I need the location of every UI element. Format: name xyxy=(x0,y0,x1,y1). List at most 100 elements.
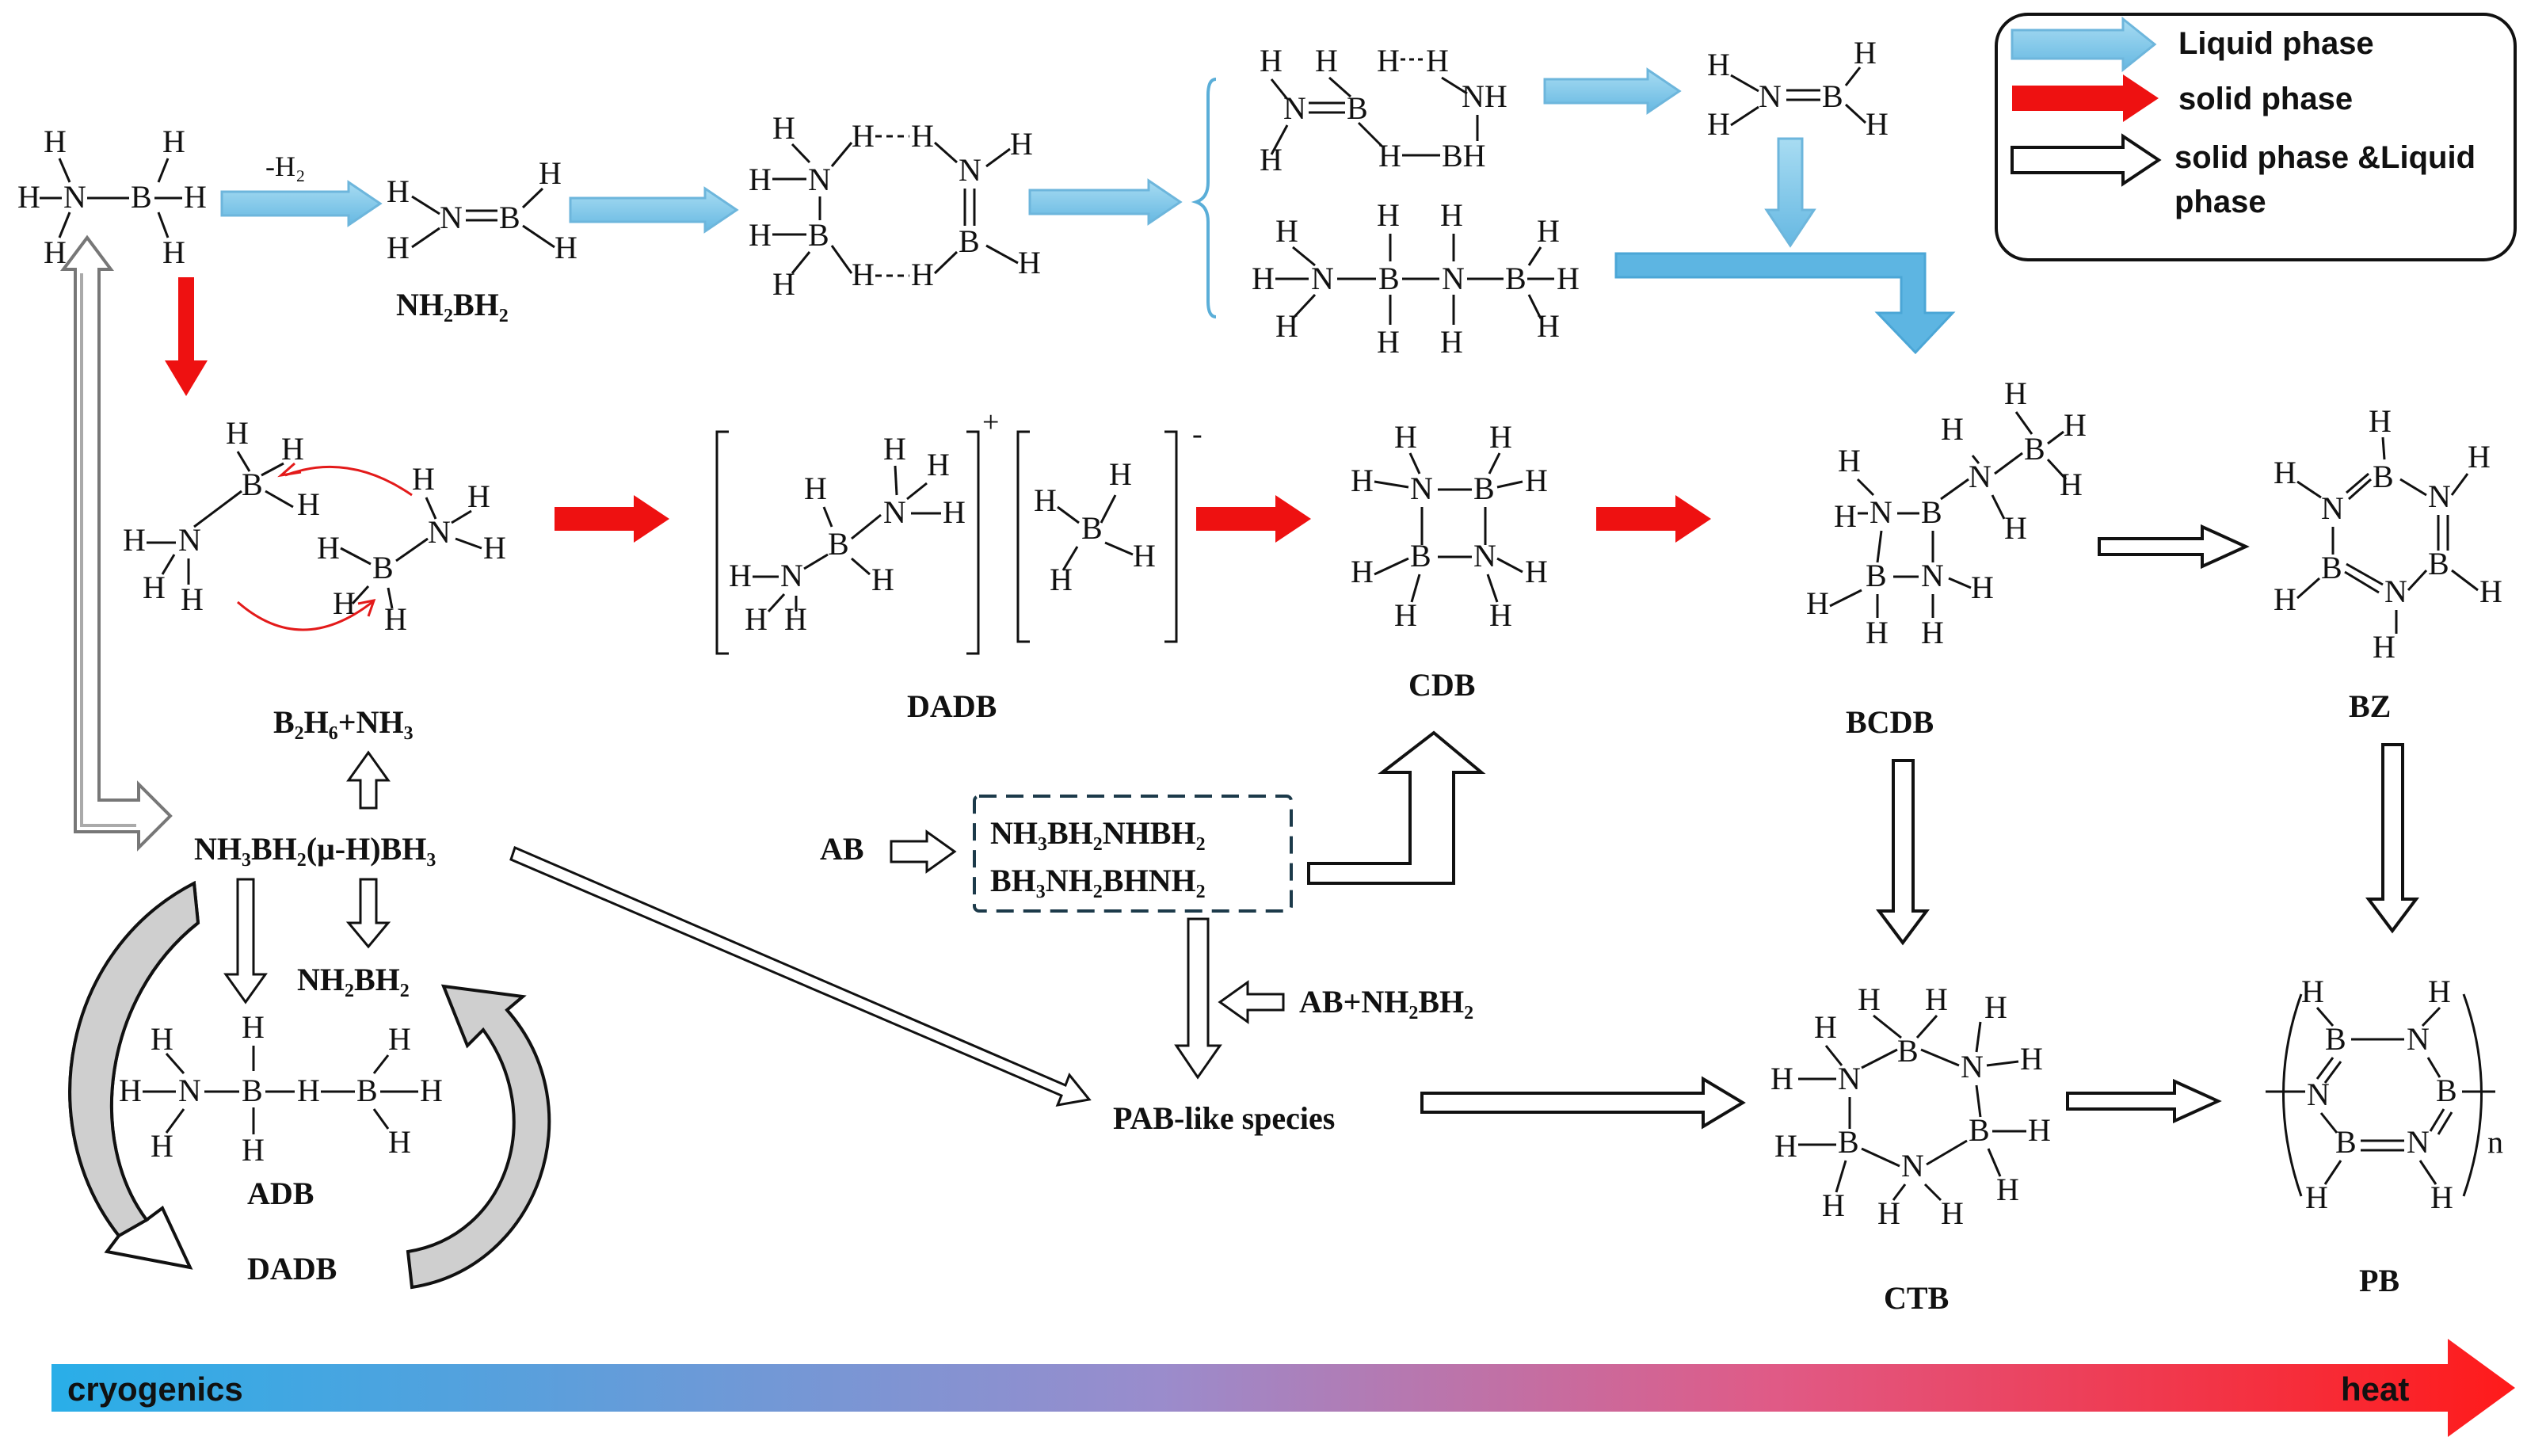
svg-text:H: H xyxy=(871,562,894,597)
svg-text:H: H xyxy=(2373,629,2396,665)
mixed-arrow-bz-pb xyxy=(2365,743,2419,934)
svg-text:H: H xyxy=(1260,43,1283,78)
svg-text:B: B xyxy=(131,179,152,215)
temperature-gradient-arrow xyxy=(51,1339,2515,1437)
svg-text:H: H xyxy=(281,431,304,467)
pb-n-subscript: n xyxy=(2487,1124,2503,1160)
svg-text:H: H xyxy=(2274,455,2296,490)
svg-text:H: H xyxy=(151,1128,173,1164)
svg-text:N: N xyxy=(428,514,451,550)
svg-text:H: H xyxy=(749,217,772,253)
svg-text:H: H xyxy=(1440,324,1463,360)
svg-text:N: N xyxy=(2321,490,2344,526)
svg-text:H: H xyxy=(1394,597,1417,633)
intermediate-box xyxy=(973,795,1293,913)
svg-text:H: H xyxy=(384,601,407,637)
svg-text:B: B xyxy=(499,200,520,235)
mixed-arrow-bcdb-ctb xyxy=(1876,759,1930,946)
svg-text:H: H xyxy=(943,494,966,530)
svg-text:H: H xyxy=(1838,443,1861,478)
svg-text:H: H xyxy=(1774,1128,1797,1164)
svg-text:H: H xyxy=(539,155,562,191)
svg-text:H: H xyxy=(1770,1061,1793,1096)
liquid-arrow-down xyxy=(1764,137,1816,248)
svg-text:H: H xyxy=(297,1073,320,1108)
mixed-arrow-ab-box xyxy=(890,829,957,874)
svg-text:N: N xyxy=(2428,478,2451,514)
svg-text:H: H xyxy=(242,1009,265,1045)
svg-text:H: H xyxy=(388,1124,411,1160)
mixed-arrow-box-pab xyxy=(1174,917,1222,1080)
svg-text:N: N xyxy=(440,200,463,235)
minus-h2-label: -H₂ xyxy=(265,151,306,182)
svg-text:H: H xyxy=(2305,1180,2328,1215)
svg-text:B: B xyxy=(808,217,829,253)
svg-text:H: H xyxy=(483,530,506,566)
svg-text:B: B xyxy=(828,526,849,562)
svg-text:H: H xyxy=(1050,562,1073,597)
svg-text:H: H xyxy=(2301,974,2324,1009)
pab-label: PAB-like species xyxy=(1113,1100,1335,1136)
svg-text:H: H xyxy=(1377,43,1400,78)
svg-text:H: H xyxy=(1018,245,1041,280)
svg-text:H: H xyxy=(1252,261,1275,296)
svg-text:NH: NH xyxy=(1462,78,1507,114)
solid-arrow-2 xyxy=(1196,495,1311,543)
svg-text:H: H xyxy=(162,234,185,270)
liquid-arrow-3 xyxy=(1028,178,1183,226)
mixed-arrow-up-b2h6 xyxy=(346,750,391,810)
svg-text:B: B xyxy=(1969,1112,1990,1148)
svg-text:H: H xyxy=(1557,261,1580,296)
svg-text:H: H xyxy=(123,522,146,558)
svg-text:H: H xyxy=(1489,597,1512,633)
svg-text:H: H xyxy=(1921,615,1944,650)
nh3bh2bh3-label: NH₃BH₂(μ-H)BH₃ xyxy=(194,831,436,867)
mixed-arrow-down-adb xyxy=(223,878,268,1004)
svg-text:H: H xyxy=(317,530,340,566)
svg-text:H: H xyxy=(1260,142,1283,177)
svg-text:B: B xyxy=(242,467,263,502)
legend-box xyxy=(1995,13,2517,261)
legend-solid-arrow xyxy=(2012,74,2159,122)
axis-start-label: cryogenics xyxy=(67,1370,243,1408)
svg-text:B: B xyxy=(1410,538,1431,574)
svg-text:N: N xyxy=(2407,1124,2430,1160)
svg-text:H: H xyxy=(162,124,185,159)
svg-text:B: B xyxy=(2373,459,2394,494)
svg-text:H: H xyxy=(412,461,435,497)
svg-text:H: H xyxy=(44,234,67,270)
svg-text:H: H xyxy=(772,266,795,302)
svg-text:H: H xyxy=(2060,467,2083,502)
svg-text:H: H xyxy=(387,173,410,209)
svg-text:H: H xyxy=(852,118,875,154)
b2h6-nh3-label: B₂H₆+NH₃ xyxy=(273,704,414,740)
svg-text:H: H xyxy=(2004,510,2027,546)
solid-arrow-down xyxy=(165,277,208,396)
svg-text:B: B xyxy=(2428,546,2449,581)
svg-text:N: N xyxy=(1410,471,1433,506)
svg-text:H: H xyxy=(1806,585,1829,621)
box-line-1: NH₃BH₂NHBH₂ xyxy=(990,815,1206,851)
svg-text:H: H xyxy=(927,447,950,482)
svg-text:N: N xyxy=(780,558,803,593)
svg-text:N: N xyxy=(1901,1148,1924,1183)
svg-text:H: H xyxy=(387,230,410,265)
dadb-label: DADB xyxy=(907,688,997,724)
svg-text:H: H xyxy=(2369,403,2392,439)
svg-text:H: H xyxy=(1971,570,1994,605)
svg-text:H: H xyxy=(1984,989,2007,1025)
svg-text:H: H xyxy=(1858,981,1881,1017)
svg-text:H: H xyxy=(1941,1195,1964,1231)
svg-text:H: H xyxy=(242,1132,265,1168)
ctb-label: CTB xyxy=(1884,1280,1949,1316)
svg-text:H: H xyxy=(911,257,934,292)
svg-text:N: N xyxy=(1961,1049,1984,1084)
liquid-arrow-4 xyxy=(1543,67,1682,115)
